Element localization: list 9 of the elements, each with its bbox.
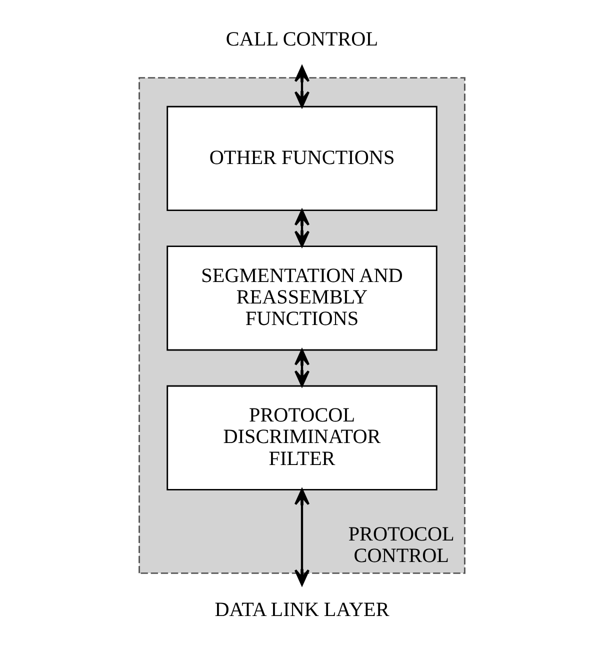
arrow: [294, 209, 310, 247]
node-box: SEGMENTATION AND REASSEMBLY FUNCTIONS: [166, 246, 437, 351]
arrow: [294, 66, 310, 108]
arrow: [294, 488, 310, 586]
arrow: [294, 349, 310, 387]
node-box: OTHER FUNCTIONS: [166, 106, 437, 212]
node-text: CALL CONTROL: [225, 28, 378, 51]
node-text: DATA LINK LAYER: [214, 598, 389, 621]
node-box: PROTOCOL DISCRIMINATOR FILTER: [166, 385, 437, 490]
